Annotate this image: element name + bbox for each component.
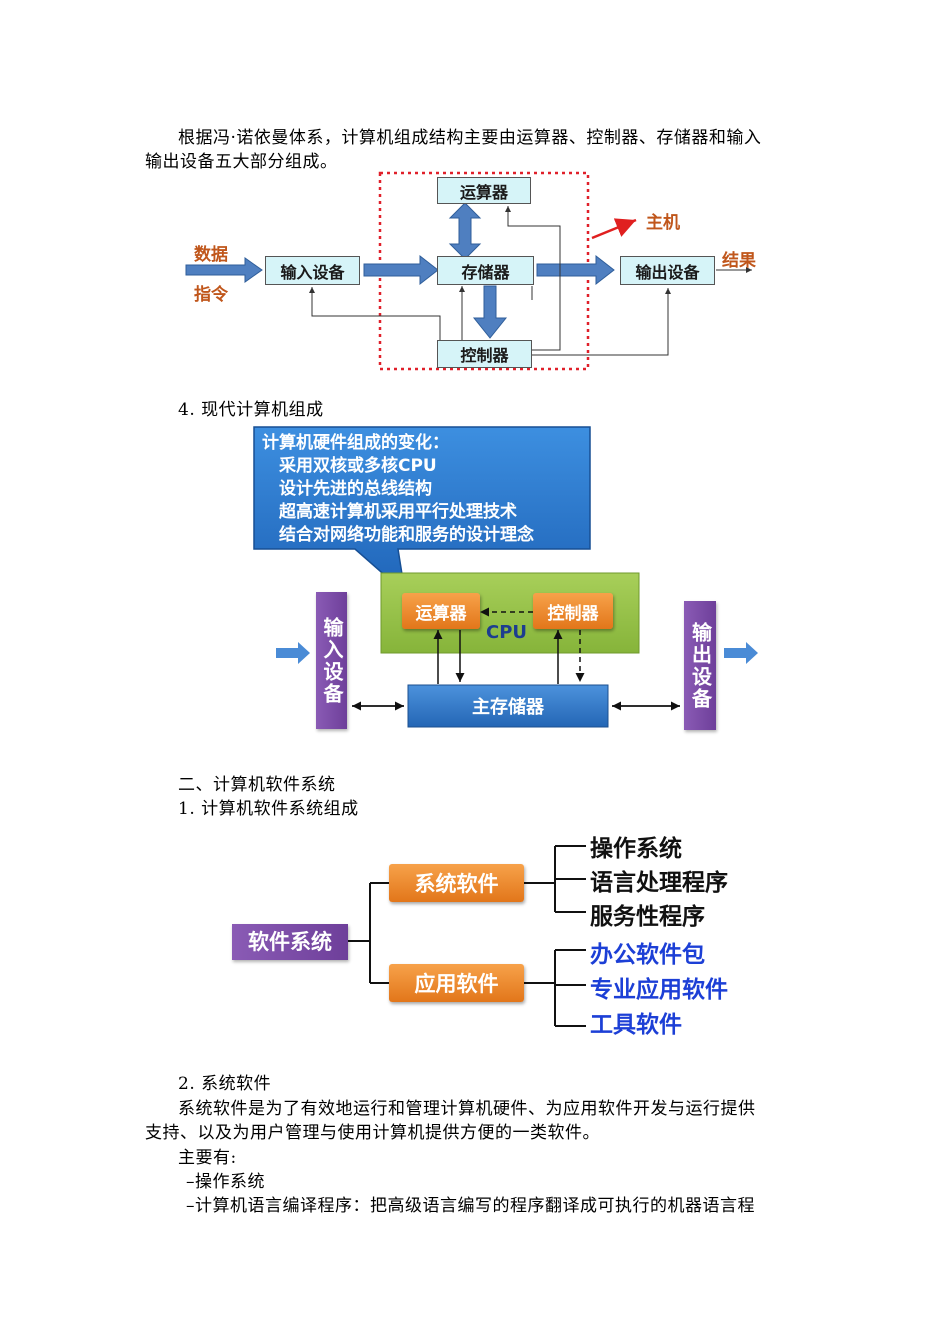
software-subheading: 1. 计算机软件系统组成 — [178, 799, 359, 819]
system-software-heading: 2. 系统软件 — [178, 1074, 272, 1094]
system-item: 语言处理程序 — [590, 870, 728, 896]
modern-alu-box: 运算器 — [402, 593, 480, 629]
host-pointer-arrow — [591, 218, 637, 240]
software-heading: 二、计算机软件系统 — [178, 775, 336, 795]
application-item: 工具软件 — [590, 1012, 682, 1038]
output-arrow — [724, 642, 758, 664]
modern-controller-box: 控制器 — [533, 593, 613, 629]
callout-item: 结合对网络功能和服务的设计理念 — [279, 525, 534, 545]
host-label: 主机 — [646, 213, 680, 233]
memory-box: 存储器 — [437, 256, 534, 285]
main-memory-panel — [407, 684, 609, 728]
intro-line-2: 输出设备五大部分组成。 — [145, 152, 338, 172]
modern-input-device-label: 输入设备 — [320, 616, 344, 705]
system-software-box: 系统软件 — [389, 864, 524, 902]
application-item: 办公软件包 — [590, 942, 705, 968]
main-item: –操作系统 — [186, 1172, 265, 1192]
callout-item: 设计先进的总线结构 — [279, 479, 432, 499]
tree-root-box: 软件系统 — [232, 924, 348, 960]
main-items-label: 主要有: — [178, 1148, 237, 1168]
modern-output-device-label: 输出设备 — [688, 621, 713, 710]
callout-item: 超高速计算机采用平行处理技术 — [279, 502, 517, 522]
callout-item: 采用双核或多核CPU — [279, 456, 437, 476]
alu-box: 运算器 — [437, 177, 531, 204]
main-memory-label: 主存储器 — [472, 697, 544, 718]
data-in-arrow — [185, 257, 263, 283]
system-software-para-1: 系统软件是为了有效地运行和管理计算机硬件、为应用软件开发与运行提供 — [178, 1099, 756, 1119]
instruction-label: 指令 — [194, 285, 228, 305]
cpu-label: CPU — [486, 622, 528, 643]
controller-box: 控制器 — [437, 340, 532, 368]
input-to-memory-arrow — [363, 254, 439, 286]
memory-to-output-arrow — [536, 254, 615, 286]
software-tree-lines — [348, 845, 586, 1027]
application-software-box: 应用软件 — [389, 964, 524, 1002]
output-device-box: 输出设备 — [620, 256, 715, 285]
data-label: 数据 — [194, 245, 228, 265]
modern-input-device: 输入设备 — [316, 592, 347, 729]
alu-memory-arrow — [448, 202, 482, 260]
section4-heading: 4. 现代计算机组成 — [178, 400, 324, 420]
memory-controller-arrow — [472, 285, 508, 339]
system-software-para-2: 支持、以及为用户管理与使用计算机提供方便的一类软件。 — [145, 1123, 600, 1143]
application-item: 专业应用软件 — [590, 977, 728, 1003]
system-item: 服务性程序 — [590, 904, 705, 930]
system-item: 操作系统 — [590, 836, 682, 862]
input-arrow — [276, 642, 310, 664]
callout-text: 计算机硬件组成的变化： 采用双核或多核CPU 设计先进的总线结构 超高速计算机采… — [262, 432, 534, 547]
von-neumann-diagram — [185, 171, 752, 371]
modern-output-device: 输出设备 — [684, 601, 716, 730]
callout-shape — [253, 426, 591, 595]
intro-line-1: 根据冯·诺依曼体系，计算机组成结构主要由运算器、控制器、存储器和输入 — [178, 128, 762, 148]
result-label: 结果 — [722, 251, 756, 271]
input-device-box: 输入设备 — [265, 256, 360, 285]
main-item: –计算机语言编译程序：把高级语言编写的程序翻译成可执行的机器语言程 — [186, 1196, 755, 1216]
callout-title: 计算机硬件组成的变化： — [262, 433, 449, 453]
